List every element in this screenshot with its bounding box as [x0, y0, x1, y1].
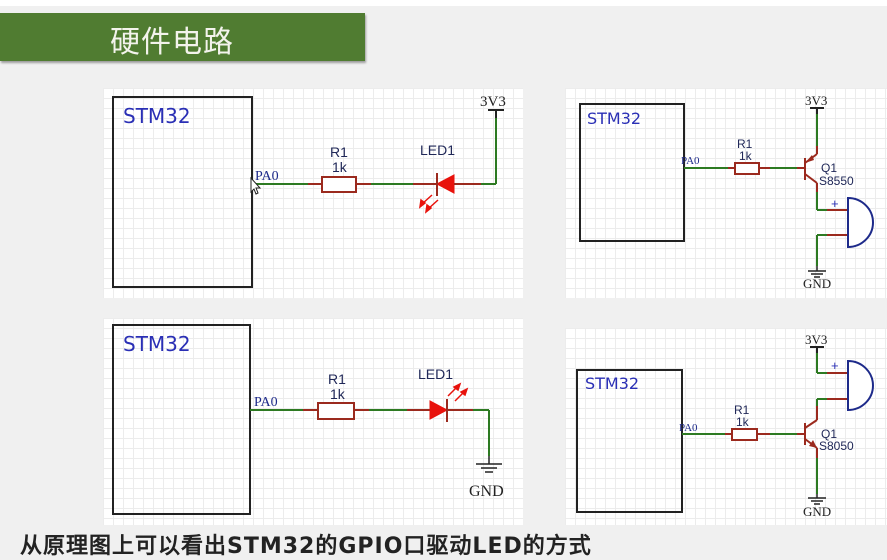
power-label: 3V3	[805, 93, 827, 108]
slide-title: 硬件电路	[110, 25, 234, 60]
mouse-cursor-icon	[250, 176, 262, 195]
power-label: 3V3	[805, 332, 827, 347]
pin-label: PA0	[254, 395, 278, 410]
stm32-chip-box	[576, 369, 683, 513]
schematic-canvas: STM32 PA0 R1 1k GND LED1	[112, 324, 504, 515]
resistor-r1	[734, 162, 760, 175]
transistor-pnp-icon	[804, 146, 818, 192]
ground-label: GND	[803, 504, 831, 519]
resistor-ref: R1	[737, 137, 753, 151]
transistor-part: S8550	[819, 174, 854, 188]
buzzer-plus-label: +	[831, 196, 839, 211]
stm32-chip-box	[112, 96, 253, 288]
schematic-led-to-3v3: STM32 PA0 R1 1k 3V3 LED1	[103, 88, 523, 298]
light-emission-icon	[447, 382, 469, 402]
resistor-r1	[731, 428, 758, 441]
led-ref: LED1	[420, 142, 455, 158]
transistor-npn-icon	[804, 406, 818, 458]
buzzer-plus-label: +	[831, 358, 839, 373]
resistor-r1	[321, 176, 357, 193]
pin-label: PA0	[255, 169, 279, 184]
chip-label: STM32	[123, 104, 191, 128]
schematic-pnp-buzzer: STM32 PA0 R1 1k Q1 S8550 3V3 +	[565, 88, 887, 298]
chip-label: STM32	[123, 332, 191, 356]
schematic-canvas: STM32 PA0 R1 1k Q1 S8550 3V3 +	[579, 93, 874, 291]
schematic-canvas: STM32 PA0 R1 1k 3V3 LED1	[112, 94, 506, 288]
resistor-value: 1k	[332, 159, 348, 175]
resistor-value: 1k	[330, 386, 346, 402]
power-label: 3V3	[480, 94, 506, 110]
buzzer-icon	[847, 359, 874, 412]
resistor-ref: R1	[328, 371, 346, 387]
stm32-chip-box	[112, 324, 251, 515]
transistor-ref: Q1	[821, 161, 837, 175]
ground-label: GND	[803, 276, 831, 291]
resistor-value: 1k	[736, 415, 750, 429]
chip-label: STM32	[585, 374, 639, 393]
ground-label: GND	[469, 483, 504, 500]
resistor-ref: R1	[330, 144, 348, 160]
ground-icon	[476, 456, 502, 473]
led-icon	[429, 400, 449, 420]
top-strip	[0, 0, 887, 6]
resistor-value: 1k	[739, 149, 753, 163]
resistor-r1	[317, 402, 355, 420]
pin-label: PA0	[681, 155, 700, 167]
title-banner: 硬件电路	[0, 13, 365, 61]
resistor-ref: R1	[734, 403, 750, 417]
led-ref: LED1	[418, 366, 453, 382]
buzzer-icon	[847, 196, 874, 249]
pin-label: PA0	[679, 422, 698, 434]
light-emission-icon	[418, 194, 439, 214]
transistor-ref: Q1	[821, 427, 837, 441]
led-icon	[435, 174, 455, 194]
slide-caption: 从原理图上可以看出STM32的GPIO口驱动LED的方式	[20, 534, 592, 559]
schematic-canvas: STM32 PA0 R1 1k Q1 S8050 3V3 +	[576, 332, 874, 519]
ground-icon	[808, 494, 826, 505]
schematic-led-to-gnd: STM32 PA0 R1 1k GND LED1	[103, 318, 523, 525]
ground-icon	[808, 266, 826, 278]
chip-label: STM32	[587, 109, 641, 128]
schematic-npn-buzzer: STM32 PA0 R1 1k Q1 S8050 3V3 +	[565, 328, 887, 525]
transistor-part: S8050	[819, 439, 854, 453]
stm32-chip-box	[579, 103, 685, 242]
